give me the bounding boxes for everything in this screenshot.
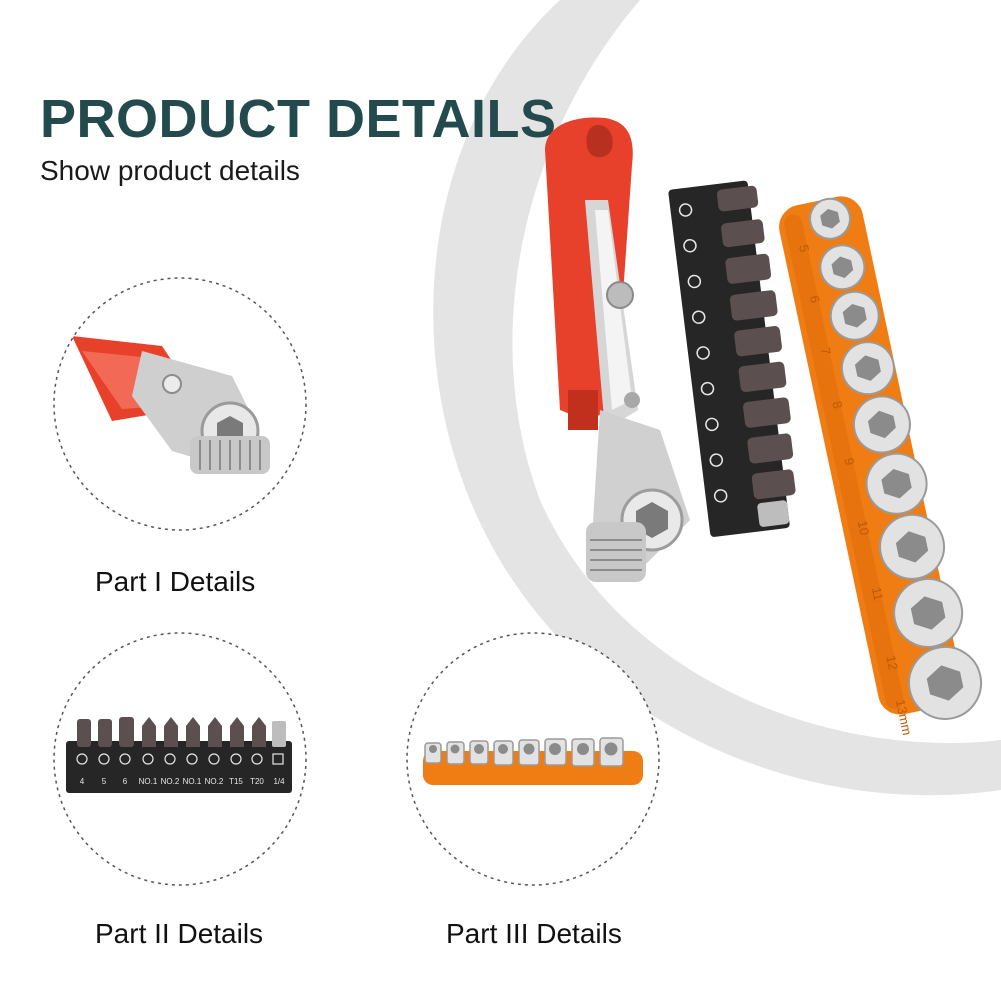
page-subtitle: Show product details <box>40 155 300 186</box>
bit-labels: 4 5 6 NO.1 NO.2 NO.1 NO.2 T15 T20 1/4 <box>80 777 285 786</box>
part-2-caption: Part II Details <box>95 918 264 949</box>
ratchet-handle <box>545 117 690 582</box>
page-title: PRODUCT DETAILS <box>40 89 557 149</box>
bit-label: NO.2 <box>161 777 180 786</box>
socket-size-label: 7 <box>818 346 834 356</box>
socket-size-label: 10 <box>855 519 873 536</box>
socket-holder: 5 6 7 8 9 10 11 12 13mm <box>779 196 983 737</box>
bit-label: 1/4 <box>273 777 285 786</box>
socket-size-label: 9 <box>841 457 857 467</box>
bit-label: 6 <box>123 777 128 786</box>
bit-holder <box>668 180 796 537</box>
socket-size-label: 5 <box>796 243 812 253</box>
part-3-caption: Part III Details <box>446 918 622 949</box>
bit-label: T20 <box>250 777 264 786</box>
part-1-caption: Part I Details <box>95 566 256 597</box>
bit-label: NO.1 <box>183 777 202 786</box>
detail-circle-part-2: 4 5 6 NO.1 NO.2 NO.1 NO.2 T15 T20 1/4 <box>53 632 307 886</box>
bit-label: 5 <box>102 777 107 786</box>
socket-size-label: 6 <box>807 294 823 304</box>
hero-product-image: 5 6 7 8 9 10 11 12 13mm <box>545 117 983 737</box>
bit-label: 4 <box>80 777 85 786</box>
socket-size-label: 12 <box>883 654 901 671</box>
socket-size-label: 8 <box>829 400 845 410</box>
socket-size-label: 11 <box>869 586 886 602</box>
bit-label: NO.2 <box>205 777 224 786</box>
detail-circle-part-3 <box>406 632 660 886</box>
bit-label: T15 <box>229 777 243 786</box>
detail-circle-part-1 <box>53 277 307 531</box>
socket-size-label: 13mm <box>893 698 915 736</box>
bit-label: NO.1 <box>139 777 158 786</box>
